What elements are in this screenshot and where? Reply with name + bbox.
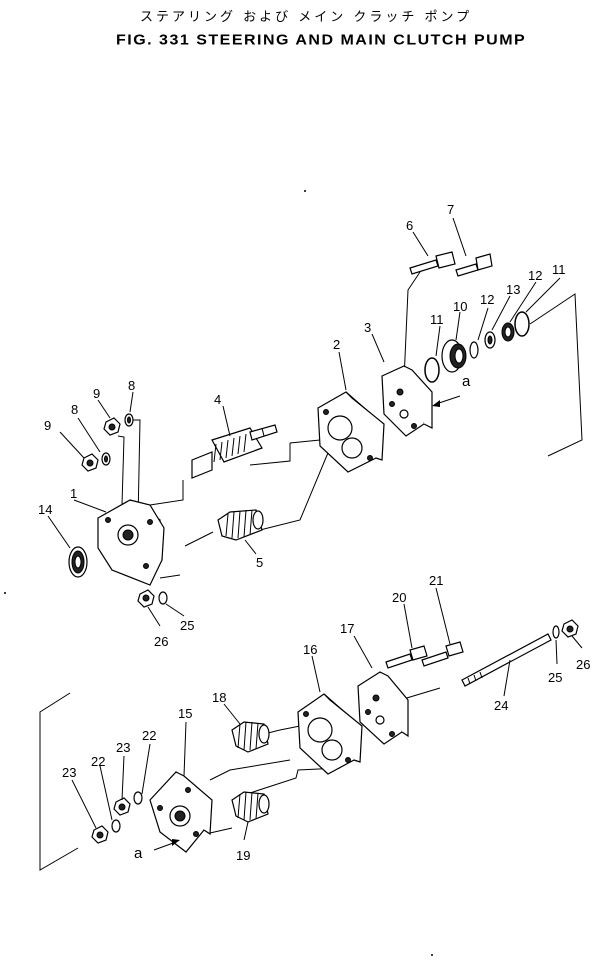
- view-a-arrow-upper: [432, 395, 461, 407]
- callout-6: 6: [406, 218, 413, 233]
- part-17-rear-cover: [357, 671, 409, 745]
- callout-24: 24: [494, 698, 508, 713]
- part-20-bolt: [385, 645, 428, 669]
- lower-guide-line-c: [209, 827, 233, 834]
- part-11-o-ring-left: [424, 357, 440, 383]
- part-19-driven-gear: [231, 791, 270, 823]
- callout-22-right: 22: [142, 728, 156, 743]
- part-11-o-ring-right: [514, 311, 530, 337]
- left-bracket-line: [39, 692, 79, 871]
- part-24-stud-bolt: [461, 633, 552, 687]
- callout-2: 2: [333, 337, 340, 352]
- part-10-oil-seal: [441, 339, 467, 373]
- callout-8-lower: 8: [71, 402, 78, 417]
- lower-pump-assembly: [39, 587, 583, 871]
- part-12-ring-left: [469, 341, 479, 359]
- part-22-washer-right: [133, 791, 143, 805]
- guide-line-shaft: [289, 439, 321, 444]
- callout-25-upper: 25: [180, 618, 194, 633]
- right-bracket-line: [529, 293, 583, 457]
- part-7-bolt: [455, 253, 493, 277]
- part-21-bolt: [421, 641, 464, 667]
- callout-21: 21: [429, 573, 443, 588]
- part-23-nut-left: [91, 825, 109, 844]
- callout-26-upper: 26: [154, 634, 168, 649]
- callout-labels: 1 2 3 4 5 6 7 8 8 9 9 10 11 11 12 12 13 …: [38, 202, 590, 863]
- callout-14: 14: [38, 502, 52, 517]
- callout-9-lower: 9: [44, 418, 51, 433]
- diagram-title-japanese: ステアリング および メイン クラッチ ポンプ: [140, 10, 473, 25]
- callout-26-lower: 26: [576, 657, 590, 672]
- view-a-label-upper: a: [462, 373, 471, 390]
- callout-17: 17: [340, 621, 354, 636]
- callout-10: 10: [453, 299, 467, 314]
- callout-19: 19: [236, 848, 250, 863]
- stud-guide-line-b: [117, 435, 125, 506]
- callout-20: 20: [392, 590, 406, 605]
- part-8-washer-upper: [124, 413, 134, 427]
- part-4-drive-gear: [191, 424, 278, 479]
- callout-7: 7: [447, 202, 454, 217]
- guide-line-gear4: [249, 443, 291, 466]
- callout-15: 15: [178, 706, 192, 721]
- callout-9-upper: 9: [93, 386, 100, 401]
- guide-line-gear5: [259, 447, 331, 531]
- part-6-bolt: [409, 251, 456, 275]
- callout-8-upper: 8: [128, 378, 135, 393]
- part-3-rear-cover: [381, 365, 433, 437]
- callout-5: 5: [256, 555, 263, 570]
- part-26-nut-upper: [137, 589, 155, 608]
- part-18-drive-gear: [231, 721, 270, 753]
- part-23-nut-right: [113, 797, 131, 816]
- lower-guide-line-a: [249, 767, 341, 794]
- callout-4: 4: [214, 392, 221, 407]
- stud-guide-line-a: [133, 419, 141, 521]
- lower-guide-line-b: [209, 759, 291, 781]
- callout-11-left: 11: [430, 312, 444, 327]
- callout-3: 3: [364, 320, 371, 335]
- part-5-driven-gear: [217, 509, 264, 541]
- part-1-front-cover: [97, 499, 165, 586]
- callout-23-right: 23: [116, 740, 130, 755]
- guide-line-left-upper: [149, 480, 184, 506]
- callout-25-lower: 25: [548, 670, 562, 685]
- part-12-ring-right: [501, 322, 515, 342]
- callout-23-left: 23: [62, 765, 76, 780]
- callout-1: 1: [70, 486, 77, 501]
- part-25-washer-upper: [158, 591, 168, 605]
- part-9-nut-lower: [81, 453, 99, 472]
- part-26-nut-lower: [561, 619, 579, 638]
- guide-line-washer: [159, 574, 181, 579]
- scan-specks: [4, 190, 433, 956]
- diagram-title: FIG. 331 STEERING AND MAIN CLUTCH PUMP: [116, 32, 527, 49]
- callout-13: 13: [506, 282, 520, 297]
- part-25-washer-lower: [552, 625, 560, 639]
- upper-pump-assembly: [47, 217, 583, 627]
- leader-lines-upper: [47, 217, 561, 627]
- view-a-label-lower: a: [134, 845, 143, 862]
- callout-22-left: 22: [91, 754, 105, 769]
- view-a-arrow-lower: [153, 839, 180, 851]
- callout-16: 16: [303, 642, 317, 657]
- part-22-washer-left: [111, 819, 121, 833]
- callout-18: 18: [212, 690, 226, 705]
- callout-12-left: 12: [480, 292, 494, 307]
- callout-11-right: 11: [552, 262, 566, 277]
- part-8-washer-lower: [101, 452, 111, 466]
- part-15-front-cover: [149, 771, 213, 853]
- part-13-washer: [484, 331, 496, 349]
- part-16-gear-case: [297, 693, 363, 775]
- leader-lines-lower: [71, 587, 583, 841]
- part-14-bearing: [68, 546, 88, 578]
- part-2-gear-case: [317, 391, 385, 473]
- callout-12-right: 12: [528, 268, 542, 283]
- guide-line-left-lower: [184, 531, 214, 547]
- part-9-nut-upper: [103, 417, 121, 436]
